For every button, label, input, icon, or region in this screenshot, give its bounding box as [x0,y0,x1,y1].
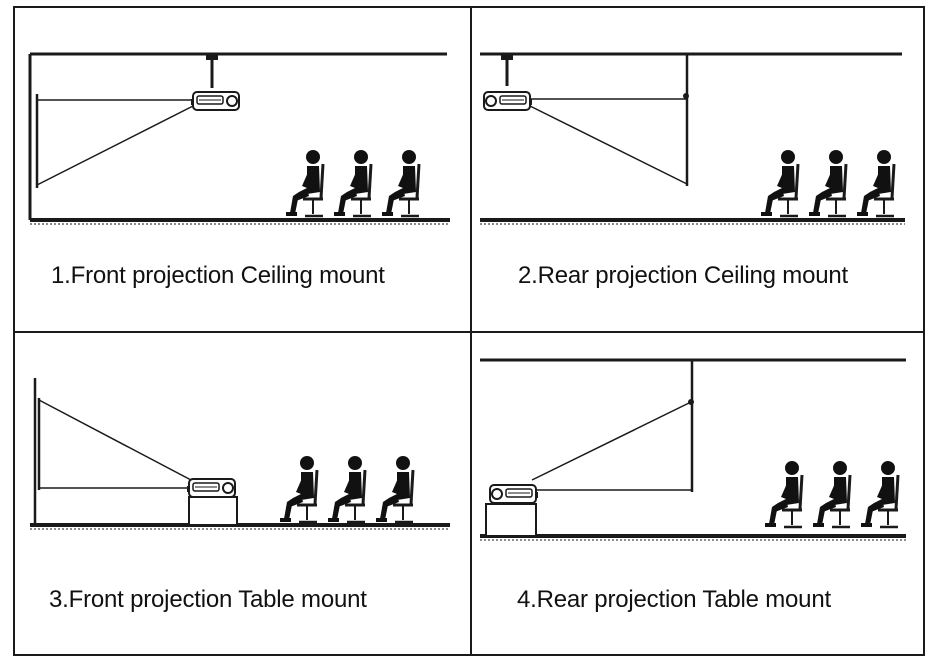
audience [280,456,415,524]
table [188,496,238,526]
panel-caption: 4.Rear projection Table mount [517,586,831,613]
seated-person-icon [813,461,852,529]
rear-ceiling-illustration [480,52,905,225]
projector-icon [191,91,240,111]
panel-caption: 1.Front projection Ceiling mount [51,262,385,289]
seated-person-icon [280,456,319,524]
seated-person-icon [328,456,367,524]
seated-person-icon [765,461,804,529]
front-table-illustration [30,378,450,530]
seated-person-icon [761,150,800,218]
ceiling-bracket [206,54,218,88]
seated-person-icon [376,456,415,524]
grid-divider-horizontal [15,331,923,333]
audience [765,461,900,529]
panel-caption: 2.Rear projection Ceiling mount [518,262,848,289]
rear-table-illustration [480,358,906,541]
panel-caption: 3.Front projection Table mount [49,586,367,613]
audience [761,150,896,218]
panel-rear-table: 4.Rear projection Table mount [470,330,923,655]
panel-front-ceiling: 1.Front projection Ceiling mount [15,8,468,328]
seated-person-icon [861,461,900,529]
audience [286,150,421,218]
seated-person-icon [382,150,421,218]
panel-rear-ceiling: 2.Rear projection Ceiling mount [470,8,923,328]
projector-icon [187,478,236,498]
diagram-grid [13,6,925,656]
front-ceiling-illustration [28,52,450,225]
seated-person-icon [334,150,373,218]
seated-person-icon [857,150,896,218]
ceiling-bracket [501,54,513,86]
projector-icon [489,484,538,504]
projector-icon [483,91,532,111]
table [485,503,537,537]
panel-front-table: 3.Front projection Table mount [15,330,468,655]
seated-person-icon [809,150,848,218]
seated-person-icon [286,150,325,218]
